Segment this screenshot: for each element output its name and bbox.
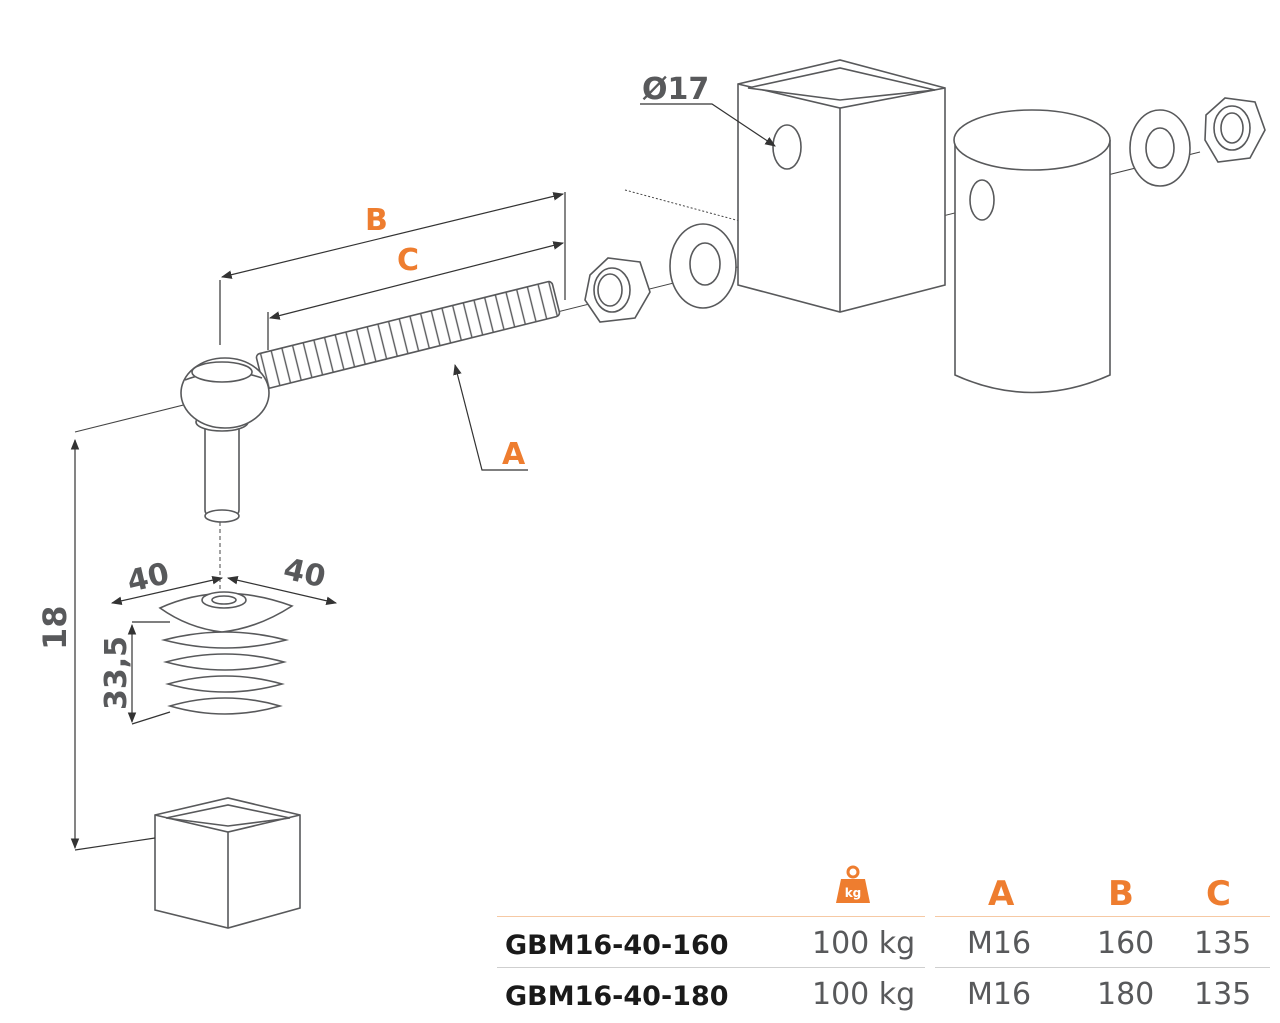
- plate-width-label-2: 40: [280, 552, 329, 595]
- round-post: [953, 109, 1111, 394]
- row-rule-right: [935, 967, 1270, 968]
- insert-depth-label: 33,5: [99, 636, 134, 710]
- plate-width-label-1: 40: [124, 556, 173, 599]
- ref-a-label: A: [502, 437, 526, 472]
- header-rule-left: [497, 916, 925, 917]
- row1-a: M16: [967, 926, 1032, 961]
- header-rule-right: [935, 916, 1270, 917]
- ref-b-label: B: [365, 203, 388, 238]
- row-rule-left: [497, 967, 925, 968]
- washer: [669, 223, 737, 309]
- row2-c: 135: [1194, 977, 1252, 1012]
- back-washer: [1129, 109, 1191, 187]
- row2-a: M16: [967, 977, 1032, 1012]
- dimension-lines: [70, 103, 776, 851]
- row1-load: 100 kg: [812, 926, 916, 961]
- ref-c-label: C: [397, 243, 419, 278]
- hole-diameter-label: Ø17: [642, 72, 709, 107]
- row2-load: 100 kg: [812, 977, 916, 1012]
- row2-code: GBM16-40-180: [505, 981, 729, 1012]
- threaded-bolt: [255, 280, 561, 390]
- row1-code: GBM16-40-160: [505, 930, 729, 961]
- header-b: B: [1108, 874, 1134, 914]
- ball-pivot: [180, 357, 270, 523]
- ribbed-insert: [160, 631, 290, 715]
- header-a: A: [988, 874, 1015, 914]
- row1-c: 135: [1194, 926, 1252, 961]
- back-nut: [1204, 97, 1266, 163]
- insert-plate: [158, 591, 294, 633]
- row2-b: 180: [1097, 977, 1155, 1012]
- weight-icon: kg: [836, 865, 870, 903]
- square-post: [737, 59, 946, 313]
- row1-b: 160: [1097, 926, 1155, 961]
- height-label: 18: [36, 605, 74, 650]
- square-tube: [154, 797, 301, 929]
- hex-nut: [584, 257, 651, 323]
- weight-icon-label: kg: [845, 886, 862, 900]
- header-c: C: [1206, 874, 1231, 914]
